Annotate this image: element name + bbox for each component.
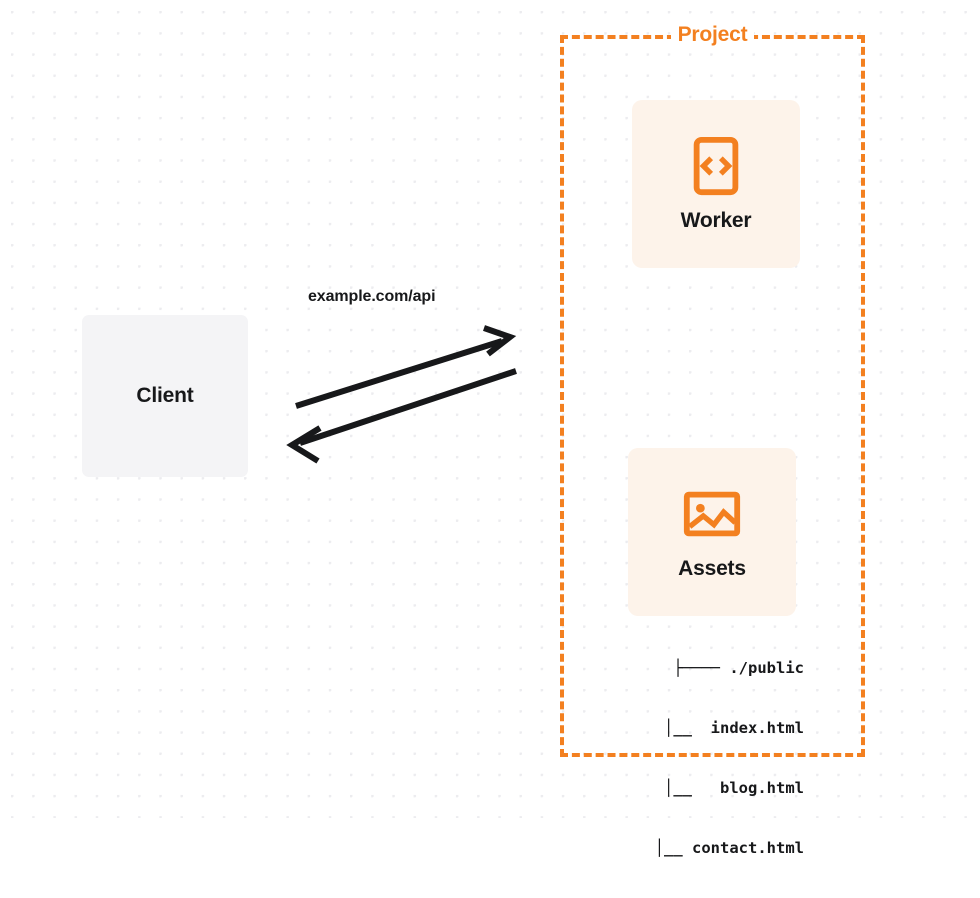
assets-card[interactable]: Assets	[628, 448, 796, 616]
worker-label: Worker	[680, 209, 752, 232]
project-title: Project	[560, 21, 865, 49]
file-tree-row: ├──── ./public	[673, 659, 804, 677]
response-arrow-icon	[286, 368, 517, 464]
assets-label: Assets	[678, 557, 746, 580]
connection-label: example.com/api	[308, 288, 436, 305]
file-tree-row: │__ blog.html	[617, 779, 804, 797]
request-arrow-icon	[295, 325, 517, 409]
project-title-text: Project	[670, 21, 755, 49]
file-tree-row: │__ index.html	[617, 719, 804, 737]
client-label: Client	[136, 384, 194, 407]
image-icon	[683, 491, 741, 537]
file-tree-row: │__ contact.html	[608, 839, 804, 857]
worker-card[interactable]: Worker	[632, 100, 800, 268]
code-brackets-icon	[693, 136, 739, 196]
assets-file-tree: ├──── ./public │__ index.html │__ blog.h…	[608, 618, 804, 898]
diagram-canvas: Client example.com/api Project Worker	[0, 0, 980, 857]
client-node[interactable]: Client	[82, 315, 248, 477]
